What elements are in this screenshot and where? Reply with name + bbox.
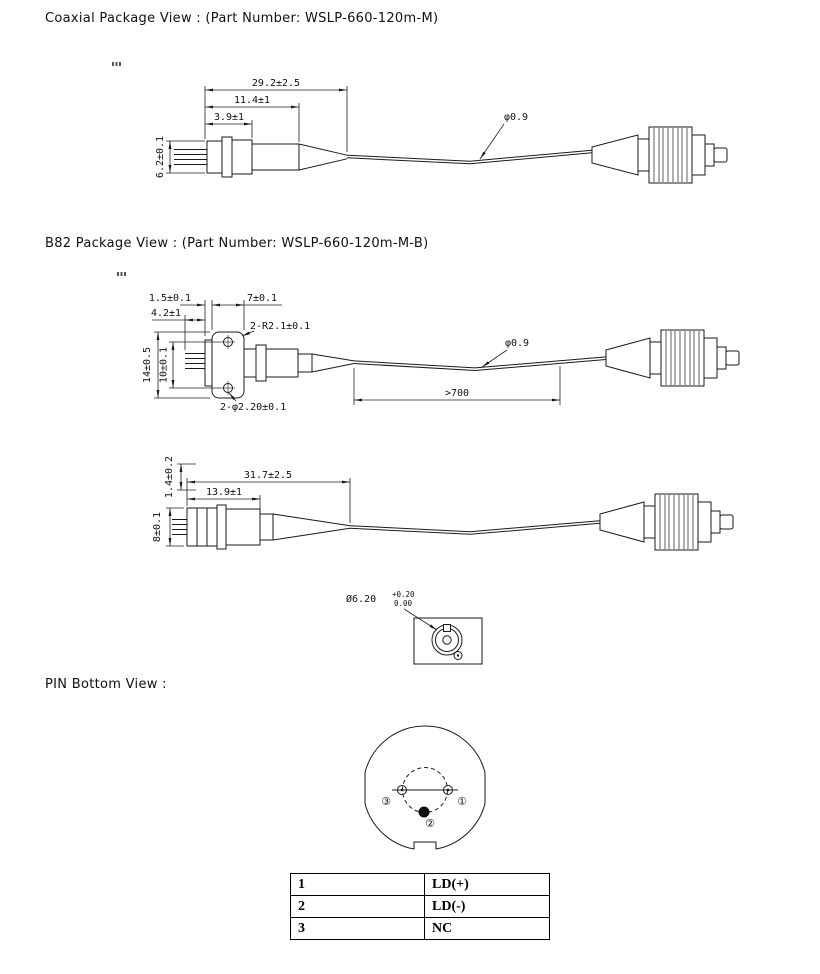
dimension-lines	[166, 86, 505, 174]
dim-step: 1.4±0.2	[164, 456, 175, 498]
dim-hole-spacing: 10±0.1	[159, 347, 170, 383]
pin-table: 1 LD(+) 2 LD(-) 3 NC	[290, 873, 550, 940]
watermark-mark	[117, 272, 126, 276]
face-outline-box	[413, 617, 483, 665]
pin-function-cell: LD(-)	[424, 895, 550, 918]
coaxial-heading: Coaxial Package View : (Part Number: WSL…	[45, 11, 439, 26]
knurl-lines	[665, 331, 700, 385]
package-body	[186, 504, 351, 550]
leader-line	[403, 608, 438, 631]
watermark-mark	[112, 62, 121, 66]
pin-2-label: ②	[425, 817, 435, 830]
pin-bottom-heading: PIN Bottom View :	[45, 677, 167, 692]
face-view	[413, 617, 483, 665]
dim-overall-length: 31.7±2.5	[244, 470, 292, 481]
dim-mid-length: 11.4±1	[234, 95, 270, 106]
pin-table-row-3: 3 NC	[290, 917, 550, 940]
pin-3	[397, 785, 407, 795]
small-pin-circle	[453, 651, 463, 660]
dim-front-length: 13.9±1	[206, 487, 242, 498]
ferrule-face-drawing: Ø6.20 +0.20 0.00	[346, 590, 483, 665]
pin-1-label: ①	[457, 795, 467, 808]
dim-front-length: 3.9±1	[214, 112, 244, 123]
coaxial-package-drawing: 29.2±2.5 11.4±1 3.9±1 6.2±0.1 φ0.9	[112, 62, 728, 184]
fc-connector	[599, 493, 734, 551]
key-slot	[443, 624, 451, 632]
dim-body-length: 7±0.1	[247, 293, 277, 304]
b82-heading: B82 Package View : (Part Number: WSLP-66…	[45, 236, 429, 251]
pin-number-cell: 1	[290, 873, 425, 896]
connector-boot	[599, 501, 645, 543]
dim-tolerance-upper: +0.20	[392, 590, 415, 599]
connector-boot	[605, 337, 651, 379]
b82-side-drawing: 1.4±0.2 31.7±2.5 13.9±1 8±0.1	[152, 456, 734, 551]
fc-connector	[605, 329, 740, 387]
dim-fiber-diameter: φ0.9	[505, 338, 529, 349]
pin-3-label: ③	[381, 795, 391, 808]
pin-number-cell: 2	[290, 895, 425, 918]
package-outline	[364, 725, 486, 850]
dim-body-diameter: 6.2±0.1	[155, 136, 166, 178]
package-body	[204, 331, 355, 399]
dim-flange-height: 14±0.5	[142, 347, 153, 383]
dim-corner-radius: 2-R2.1±0.1	[250, 321, 310, 332]
connector-boot	[591, 134, 639, 176]
dimension-lines	[152, 300, 561, 405]
package-body	[206, 136, 348, 178]
dim-pin-length: 4.2±1	[151, 308, 181, 319]
pin-function-cell: LD(+)	[424, 873, 550, 896]
package-pins	[185, 353, 205, 369]
dim-overall-length: 29.2±2.5	[252, 78, 300, 89]
b82-package-drawing: 1.5±0.1 7±0.1 4.2±1 2-R2.1±0.1 14±0.5 10…	[117, 272, 740, 413]
fc-connector	[591, 126, 728, 184]
fiber	[353, 356, 607, 372]
package-pins	[174, 149, 207, 165]
fiber	[349, 520, 601, 535]
dimension-lines	[166, 463, 351, 547]
pin-2	[418, 806, 430, 818]
dim-flange-thickness: 1.5±0.1	[149, 293, 191, 304]
knurl-lines	[659, 495, 694, 549]
dim-mount-holes: 2-φ2.20±0.1	[220, 402, 286, 413]
pin-number-cell: 3	[290, 917, 425, 940]
dim-fiber-length: >700	[445, 388, 469, 399]
dim-tolerance-lower: 0.00	[394, 599, 413, 608]
fiber	[346, 149, 593, 165]
dim-body-height: 8±0.1	[152, 512, 163, 542]
pin-1	[443, 785, 453, 795]
pin-function-cell: NC	[424, 917, 550, 940]
package-pins	[172, 519, 187, 535]
pin-bottom-diagram: ③ ① ②	[364, 725, 486, 850]
dim-face-diameter: Ø6.20	[346, 593, 376, 605]
knurl-lines	[653, 128, 688, 182]
pin-table-row-1: 1 LD(+)	[290, 873, 550, 896]
pin-table-row-2: 2 LD(-)	[290, 895, 550, 918]
dim-fiber-diameter: φ0.9	[504, 112, 528, 123]
